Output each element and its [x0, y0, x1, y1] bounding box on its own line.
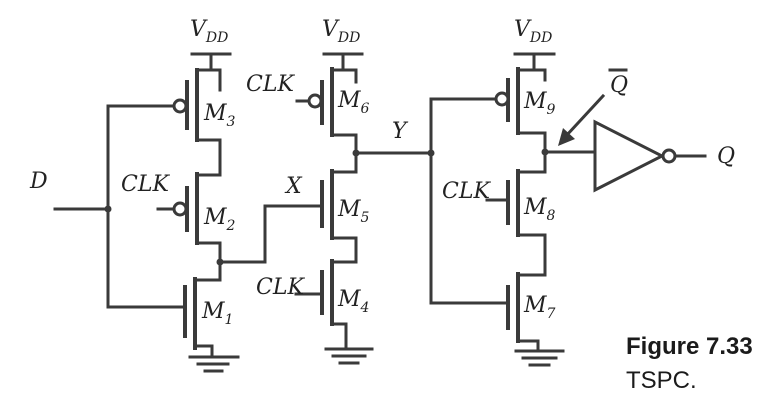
m6-label: M6 — [337, 88, 370, 117]
m7-label: M7 — [523, 293, 556, 322]
vdd-label-3: VDD — [514, 17, 552, 46]
ground-2 — [324, 347, 374, 365]
vdd-label-2: VDD — [322, 17, 360, 46]
m1-label: M1 — [201, 299, 233, 328]
labels: VDD VDD VDD M3 M2 M1 M6 M5 M4 M9 M8 M7 C… — [29, 17, 753, 394]
d-label: D — [29, 169, 48, 194]
ground-1 — [188, 355, 240, 373]
clk-label-m6: CLK — [246, 72, 295, 97]
m8-label: M8 — [523, 195, 556, 224]
m5-label: M5 — [337, 197, 370, 226]
m4-label: M4 — [337, 287, 369, 316]
inverter-bubble — [661, 148, 677, 164]
transistor-m7 — [506, 253, 547, 352]
qbar-arrow — [558, 93, 606, 146]
stage-2 — [263, 52, 433, 365]
node-d-dot — [104, 205, 112, 213]
x-label: X — [284, 174, 303, 199]
transistor-m8 — [485, 150, 547, 257]
stage-3 — [427, 52, 707, 367]
q-label: Q — [717, 144, 735, 169]
clk-label-m2: CLK — [121, 172, 170, 197]
stage-1 — [53, 52, 267, 373]
m3-bubble — [172, 98, 188, 114]
y-label: Y — [392, 119, 409, 144]
transistor-m5 — [263, 151, 358, 264]
qbar-label: Q — [610, 73, 628, 98]
m2-label: M2 — [203, 205, 236, 234]
m3-label: M3 — [203, 101, 236, 130]
m6-bubble — [307, 93, 323, 109]
inverter-triangle — [593, 119, 666, 193]
figure-caption: TSPC. — [626, 367, 697, 394]
figure-number: Figure 7.33 — [626, 333, 753, 360]
m9-bubble — [494, 91, 510, 107]
transistor-m4 — [294, 259, 358, 350]
clk-label-m4: CLK — [256, 275, 305, 300]
ground-3 — [514, 349, 565, 367]
m9-label: M9 — [523, 89, 556, 118]
transistor-m6 — [295, 67, 358, 155]
transistor-m9 — [494, 67, 547, 154]
transistor-m3 — [172, 68, 222, 152]
transistor-m2 — [156, 148, 222, 264]
output-inverter — [593, 119, 707, 193]
vdd-label-1: VDD — [190, 17, 228, 46]
m2-bubble — [172, 201, 188, 217]
clk-label-m8: CLK — [442, 179, 491, 204]
transistor-m1 — [183, 260, 222, 358]
